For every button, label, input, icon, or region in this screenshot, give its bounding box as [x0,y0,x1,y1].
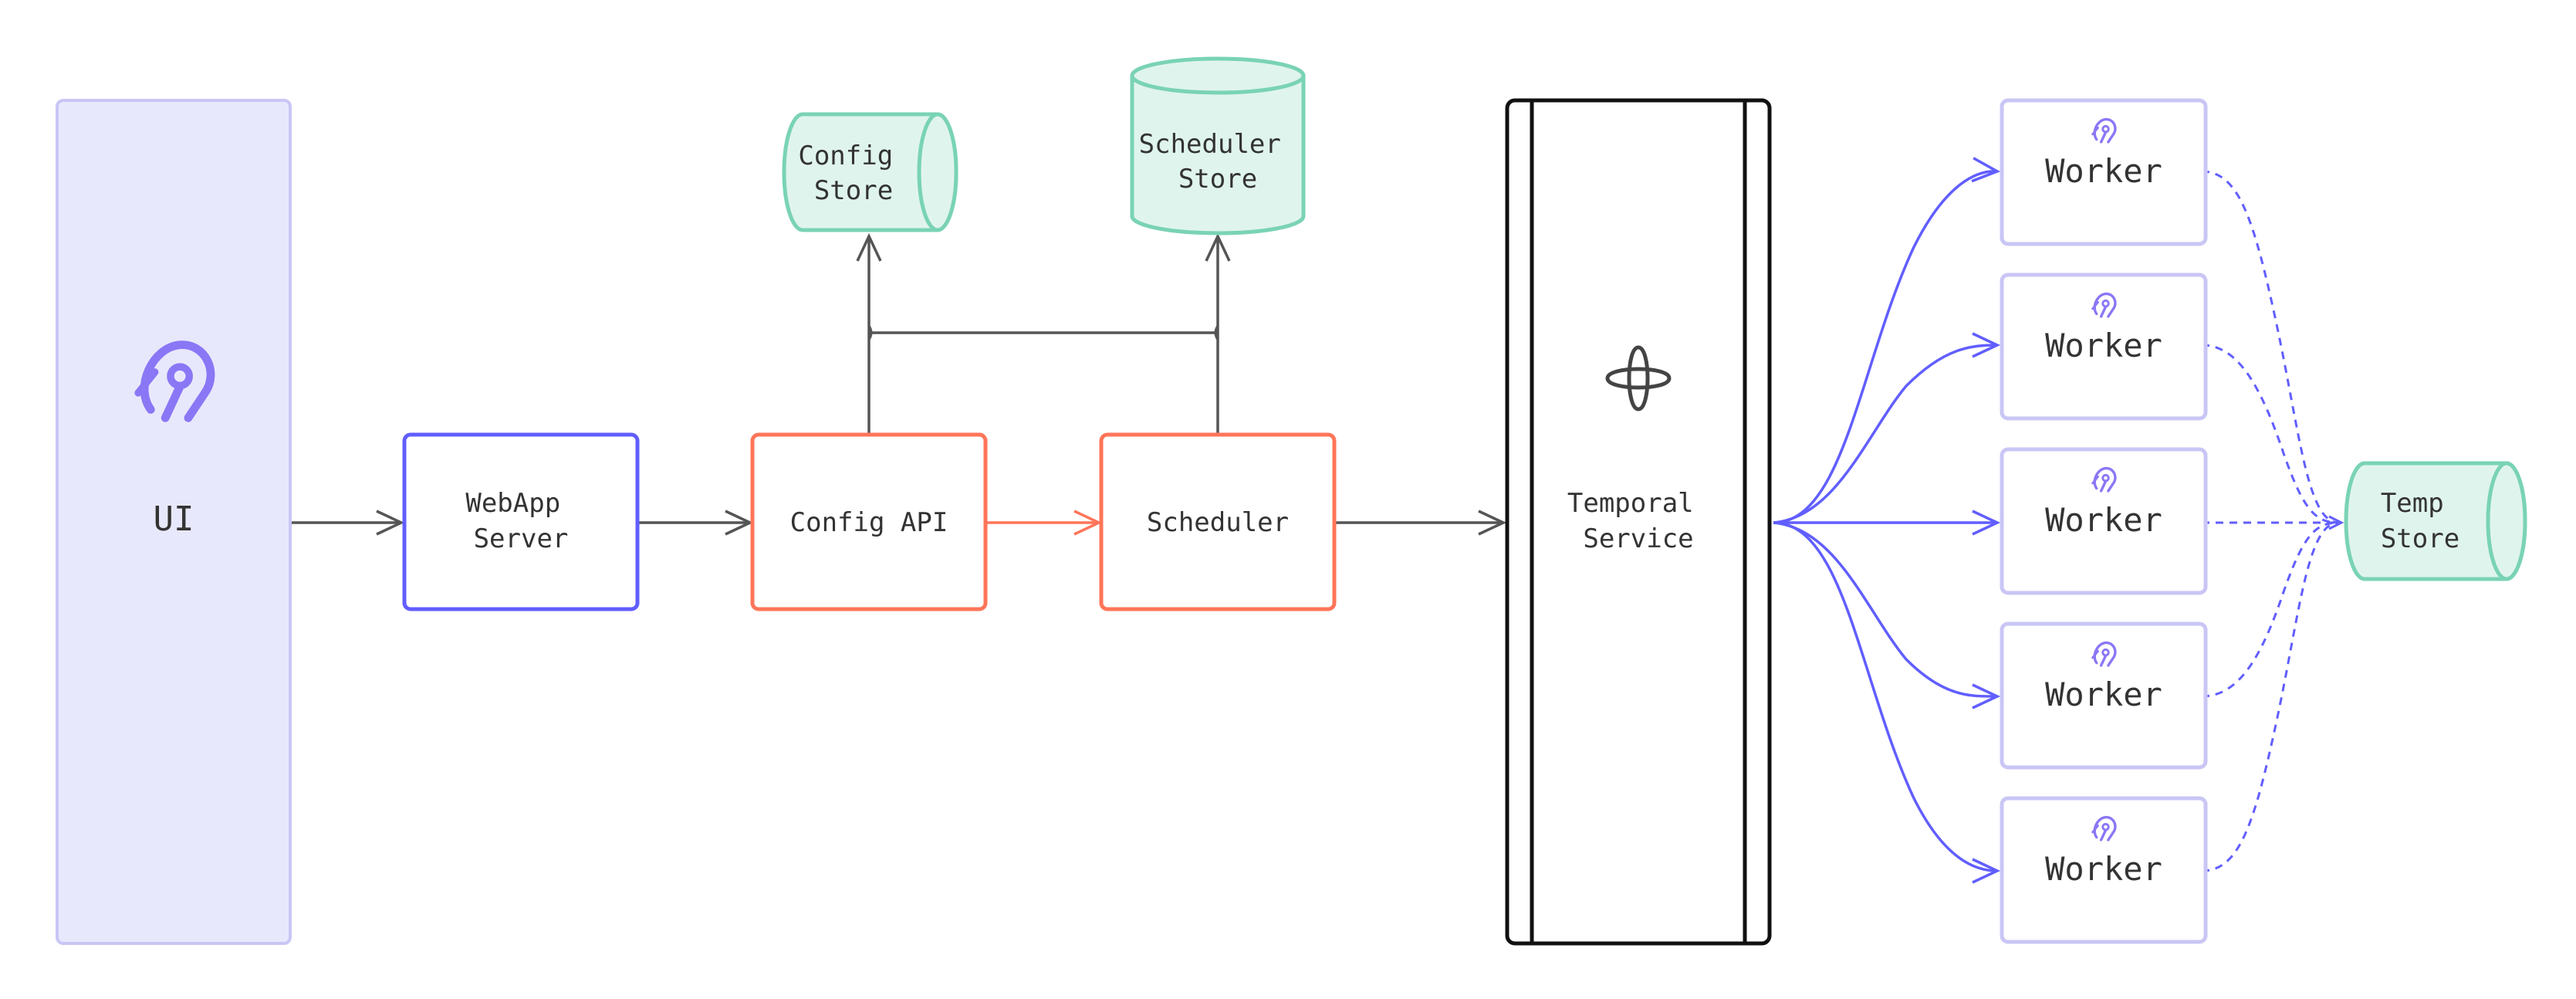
worker-label: Worker [2045,327,2162,364]
dashed-worker-4-to-temp-store [2201,521,2339,698]
worker-box-3[interactable]: Worker [2000,447,2208,595]
dashed-worker-1-to-temp-store [2201,170,2339,524]
scheduler-store-label: Scheduler Store [1139,129,1297,195]
scheduler-label: Scheduler [1147,507,1289,538]
worker-box-5[interactable]: Worker [2000,796,2208,944]
webapp-line-1: WebApp [465,488,560,519]
webapp-server-box[interactable]: WebApp Server [402,432,640,611]
temporal-service-label: Temporal Service [1567,488,1709,554]
worker-label: Worker [2045,501,2162,539]
scheduler-store-cylinder[interactable]: Scheduler Store [1130,56,1306,235]
temp-store-cylinder[interactable]: Temp Store [2344,461,2527,581]
config-api-box[interactable]: Config API [750,432,988,611]
dashed-worker-5-to-temp-store [2201,521,2339,872]
worker-label: Worker [2045,152,2162,190]
arrow-temporal-to-worker-1 [1773,157,2001,524]
arrow-temporal-to-worker-4 [1773,521,2001,709]
temp-store-label: Temp Store [2381,488,2459,554]
junction-left [867,325,873,340]
config-store-label: Config Store [798,141,908,206]
arrow-temporal-to-worker-5 [1773,521,2001,884]
webapp-line-2: Server [474,523,569,554]
worker-box-1[interactable]: Worker [2000,98,2208,246]
config-store-line-2: Store [814,175,893,206]
temporal-logo-icon [1605,345,1672,411]
webapp-server-label: WebApp Server [465,488,576,554]
arrow-temporal-to-worker-2 [1773,332,2001,524]
temp-store-line-1: Temp [2381,488,2444,519]
worker-label: Worker [2045,850,2162,888]
temporal-line-2: Service [1583,523,1693,554]
temporal-line-1: Temporal [1567,488,1694,519]
temp-store-arrowhead [2328,515,2344,530]
temporal-service-box[interactable]: Temporal Service [1505,98,1772,946]
temp-store-line-2: Store [2381,523,2459,554]
dashed-worker-2-to-temp-store [2201,344,2339,524]
worker-box-2[interactable]: Worker [2000,273,2208,421]
config-store-cylinder[interactable]: Config Store [782,112,958,232]
scheduler-store-line-2: Store [1178,164,1257,195]
scheduler-box[interactable]: Scheduler [1099,432,1337,611]
config-store-line-1: Config [798,141,893,171]
worker-box-4[interactable]: Worker [2000,621,2208,770]
config-api-label: Config API [790,507,948,538]
scheduler-store-line-1: Scheduler [1139,129,1281,160]
junction-right [1214,325,1219,340]
ui-label: UI [154,500,194,539]
worker-label: Worker [2045,676,2162,713]
connectors [290,157,2344,884]
ui-panel[interactable]: UI [56,99,292,945]
